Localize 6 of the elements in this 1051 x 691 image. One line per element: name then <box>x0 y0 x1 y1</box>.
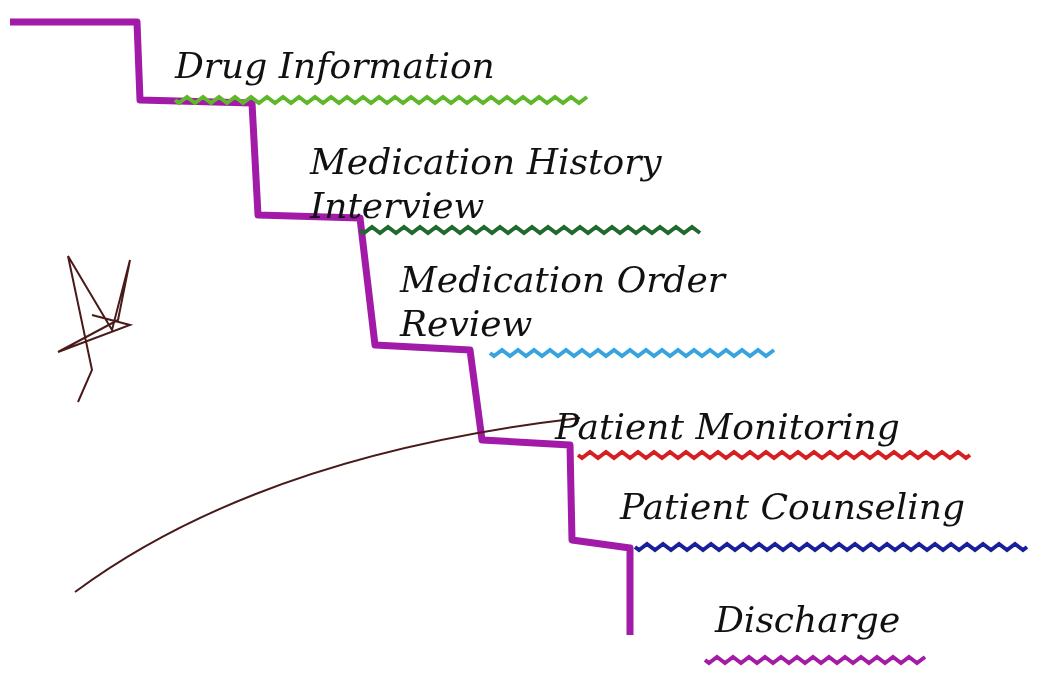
step-label: Medication Order Review <box>400 258 728 346</box>
step-label: Patient Monitoring <box>555 405 901 449</box>
step-label: Patient Counseling <box>620 485 967 529</box>
step-label: Medication History Interview <box>310 140 663 228</box>
step-label: Drug Information <box>175 44 496 88</box>
step-label: Discharge <box>715 598 902 642</box>
